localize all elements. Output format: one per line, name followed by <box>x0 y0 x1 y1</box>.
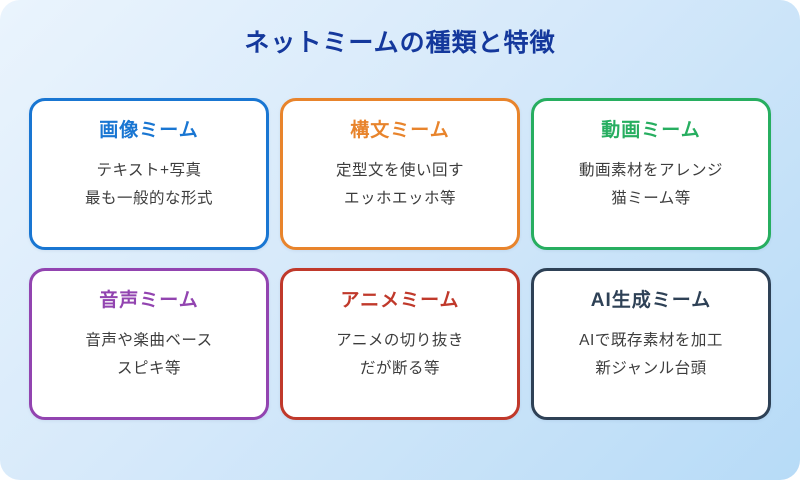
card-ai-meme: AI生成ミーム AIで既存素材を加工 新ジャンル台頭 <box>531 268 771 420</box>
card-title: 音声ミーム <box>99 290 199 311</box>
card-line: テキスト+写真 <box>96 162 202 179</box>
card-title: 構文ミーム <box>350 120 450 141</box>
card-line: 最も一般的な形式 <box>84 190 213 207</box>
card-video-meme: 動画ミーム 動画素材をアレンジ 猫ミーム等 <box>531 98 771 250</box>
card-line: 定型文を使い回す <box>335 162 464 179</box>
card-syntax-meme: 構文ミーム 定型文を使い回す エッホエッホ等 <box>280 98 520 250</box>
card-line: だが断る等 <box>359 360 440 377</box>
card-audio-meme: 音声ミーム 音声や楽曲ベース スピキ等 <box>29 268 269 420</box>
card-title: AI生成ミーム <box>590 290 712 311</box>
card-line: アニメの切り抜き <box>336 332 464 349</box>
card-line: AIで既存素材を加工 <box>579 332 723 349</box>
card-line: 動画素材をアレンジ <box>578 162 723 179</box>
card-anime-meme: アニメミーム アニメの切り抜き だが断る等 <box>280 268 520 420</box>
card-line: スピキ等 <box>116 360 181 377</box>
card-line: 新ジャンル台頭 <box>595 360 707 377</box>
card-title: 画像ミーム <box>99 120 199 141</box>
card-line: エッホエッホ等 <box>343 190 456 207</box>
card-title: 動画ミーム <box>601 120 701 141</box>
card-grid: 画像ミーム テキスト+写真 最も一般的な形式 構文ミーム 定型文を使い回す エッ… <box>0 98 800 420</box>
page-title: ネットミームの種類と特徴 <box>244 29 556 57</box>
card-line: 音声や楽曲ベース <box>85 332 213 349</box>
card-line: 猫ミーム等 <box>611 190 691 207</box>
card-title: アニメミーム <box>340 290 460 311</box>
card-image-meme: 画像ミーム テキスト+写真 最も一般的な形式 <box>29 98 269 250</box>
